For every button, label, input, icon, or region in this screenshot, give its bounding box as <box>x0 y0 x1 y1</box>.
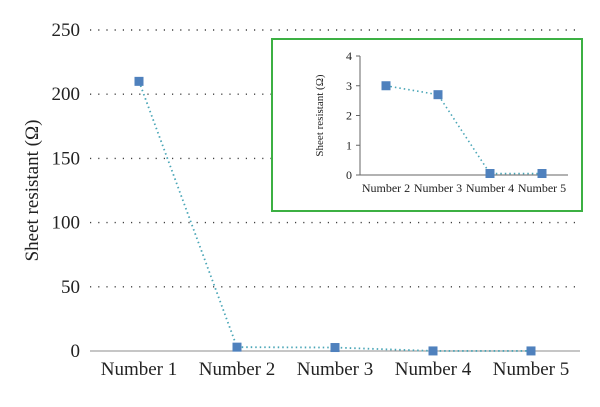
inset-x-tick-label: Number 3 <box>414 181 462 195</box>
inset-data-point <box>381 81 391 91</box>
inset-y-tick-label: 0 <box>346 168 352 182</box>
main-y-tick-label: 100 <box>52 213 81 234</box>
main-data-point <box>526 346 536 356</box>
inset-data-point <box>433 90 443 100</box>
inset-y-tick-label: 2 <box>346 109 352 123</box>
inset-y-axis-label: Sheet resistant (Ω) <box>314 74 326 156</box>
inset-x-tick-label: Number 4 <box>466 181 514 195</box>
main-x-tick-label: Number 1 <box>101 359 178 380</box>
main-data-point <box>134 76 144 86</box>
main-y-tick-label: 250 <box>52 20 81 41</box>
main-x-tick-label: Number 3 <box>297 359 374 380</box>
inset-series-line <box>385 84 542 175</box>
main-x-tick-labels: Number 1 Number 2 Number 3 Number 4 Number 5 <box>101 359 570 380</box>
inset-x-tick-labels: Number 2 Number 3 Number 4 Number 5 <box>362 181 566 195</box>
main-series <box>134 76 536 356</box>
main-y-tick-label: 0 <box>71 341 81 362</box>
main-y-tick-labels: 0 50 100 150 200 250 <box>52 20 81 362</box>
inset-data-point <box>537 169 547 179</box>
inset-y-tick-labels: 0 1 2 3 4 <box>346 49 360 182</box>
inset-x-tick-label: Number 5 <box>518 181 566 195</box>
main-x-tick-label: Number 5 <box>493 359 570 380</box>
main-y-tick-label: 50 <box>61 277 80 298</box>
main-data-point <box>232 342 242 352</box>
inset-chart: 0 1 2 3 4 Number 2 Number 3 Number 4 Number 5 S… <box>271 38 583 212</box>
main-x-tick-label: Number 2 <box>199 359 276 380</box>
inset-series <box>381 81 547 179</box>
main-y-axis-label: Sheet resistant (Ω) <box>22 120 43 262</box>
main-y-tick-label: 200 <box>52 84 81 105</box>
inset-y-tick-label: 4 <box>346 49 352 63</box>
inset-data-point <box>485 169 495 179</box>
inset-y-tick-label: 1 <box>346 138 352 152</box>
main-x-tick-label: Number 4 <box>395 359 472 380</box>
inset-y-tick-label: 3 <box>346 79 352 93</box>
main-data-point <box>428 346 438 356</box>
main-y-tick-label: 150 <box>52 148 81 169</box>
inset-x-tick-label: Number 2 <box>362 181 410 195</box>
main-data-point <box>330 343 340 353</box>
inset-frame <box>271 38 583 212</box>
